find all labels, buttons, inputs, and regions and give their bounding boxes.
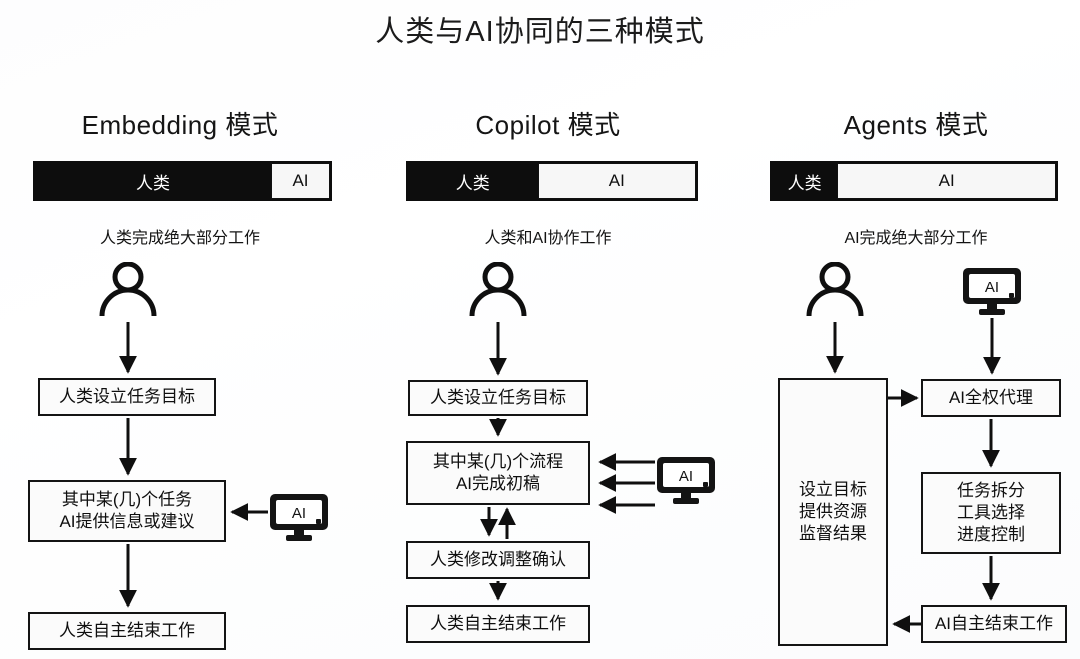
flow-box-embedding-2: 其中某(几)个任务 AI提供信息或建议: [28, 480, 226, 542]
ai-monitor-label: AI: [292, 505, 306, 522]
page-title: 人类与AI协同的三种模式: [375, 16, 705, 48]
split-bar-agents: 人类 AI: [770, 161, 1058, 201]
flow-box-agents-2: AI全权代理: [921, 379, 1061, 417]
column-caption-copilot: 人类和AI协作工作: [484, 230, 612, 247]
flow-box-copilot-4: 人类自主结束工作: [406, 605, 590, 643]
column-title-agents: Agents 模式: [843, 110, 989, 140]
column-agents: Agents 模式 AI完成绝大部分工作: [736, 0, 1080, 659]
bar-segment-ai: AI: [837, 163, 1056, 199]
split-bar-embedding: 人类 AI: [33, 161, 332, 201]
person-icon: [98, 261, 158, 318]
bar-segment-human: 人类: [408, 163, 538, 199]
flow-box-copilot-2: 其中某(几)个流程 AI完成初稿: [406, 441, 590, 505]
person-icon: [468, 261, 528, 318]
bar-segment-human: 人类: [772, 163, 838, 199]
column-caption-embedding: 人类完成绝大部分工作: [99, 230, 260, 247]
column-caption-agents: AI完成绝大部分工作: [844, 230, 988, 247]
ai-monitor-icon: AI: [961, 266, 1023, 316]
column-embedding: Embedding 模式 人类完成绝大部分工作: [0, 0, 360, 659]
flow-box-embedding-3: 人类自主结束工作: [28, 612, 226, 650]
column-title-copilot: Copilot 模式: [475, 110, 621, 140]
bar-segment-ai: AI: [537, 163, 696, 199]
bar-segment-human: 人类: [35, 163, 271, 199]
ai-monitor-label: AI: [679, 468, 693, 485]
split-bar-copilot: 人类 AI: [406, 161, 698, 201]
column-title-embedding: Embedding 模式: [81, 110, 279, 140]
person-icon: [805, 261, 865, 318]
flow-box-agents-4: AI自主结束工作: [921, 605, 1067, 643]
ai-monitor-icon: AI: [655, 455, 717, 505]
flow-box-copilot-3: 人类修改调整确认: [406, 541, 590, 579]
flow-box-copilot-1: 人类设立任务目标: [408, 380, 588, 416]
flow-box-agents-3: 任务拆分 工具选择 进度控制: [921, 472, 1061, 554]
flow-box-agents-1: 设立目标 提供资源 监督结果: [778, 378, 888, 646]
column-copilot: Copilot 模式 人类和AI协作工作: [368, 0, 728, 659]
bar-segment-ai: AI: [271, 163, 330, 199]
flow-box-embedding-1: 人类设立任务目标: [38, 378, 216, 416]
ai-monitor-label: AI: [985, 279, 999, 296]
ai-monitor-icon: AI: [268, 492, 330, 542]
